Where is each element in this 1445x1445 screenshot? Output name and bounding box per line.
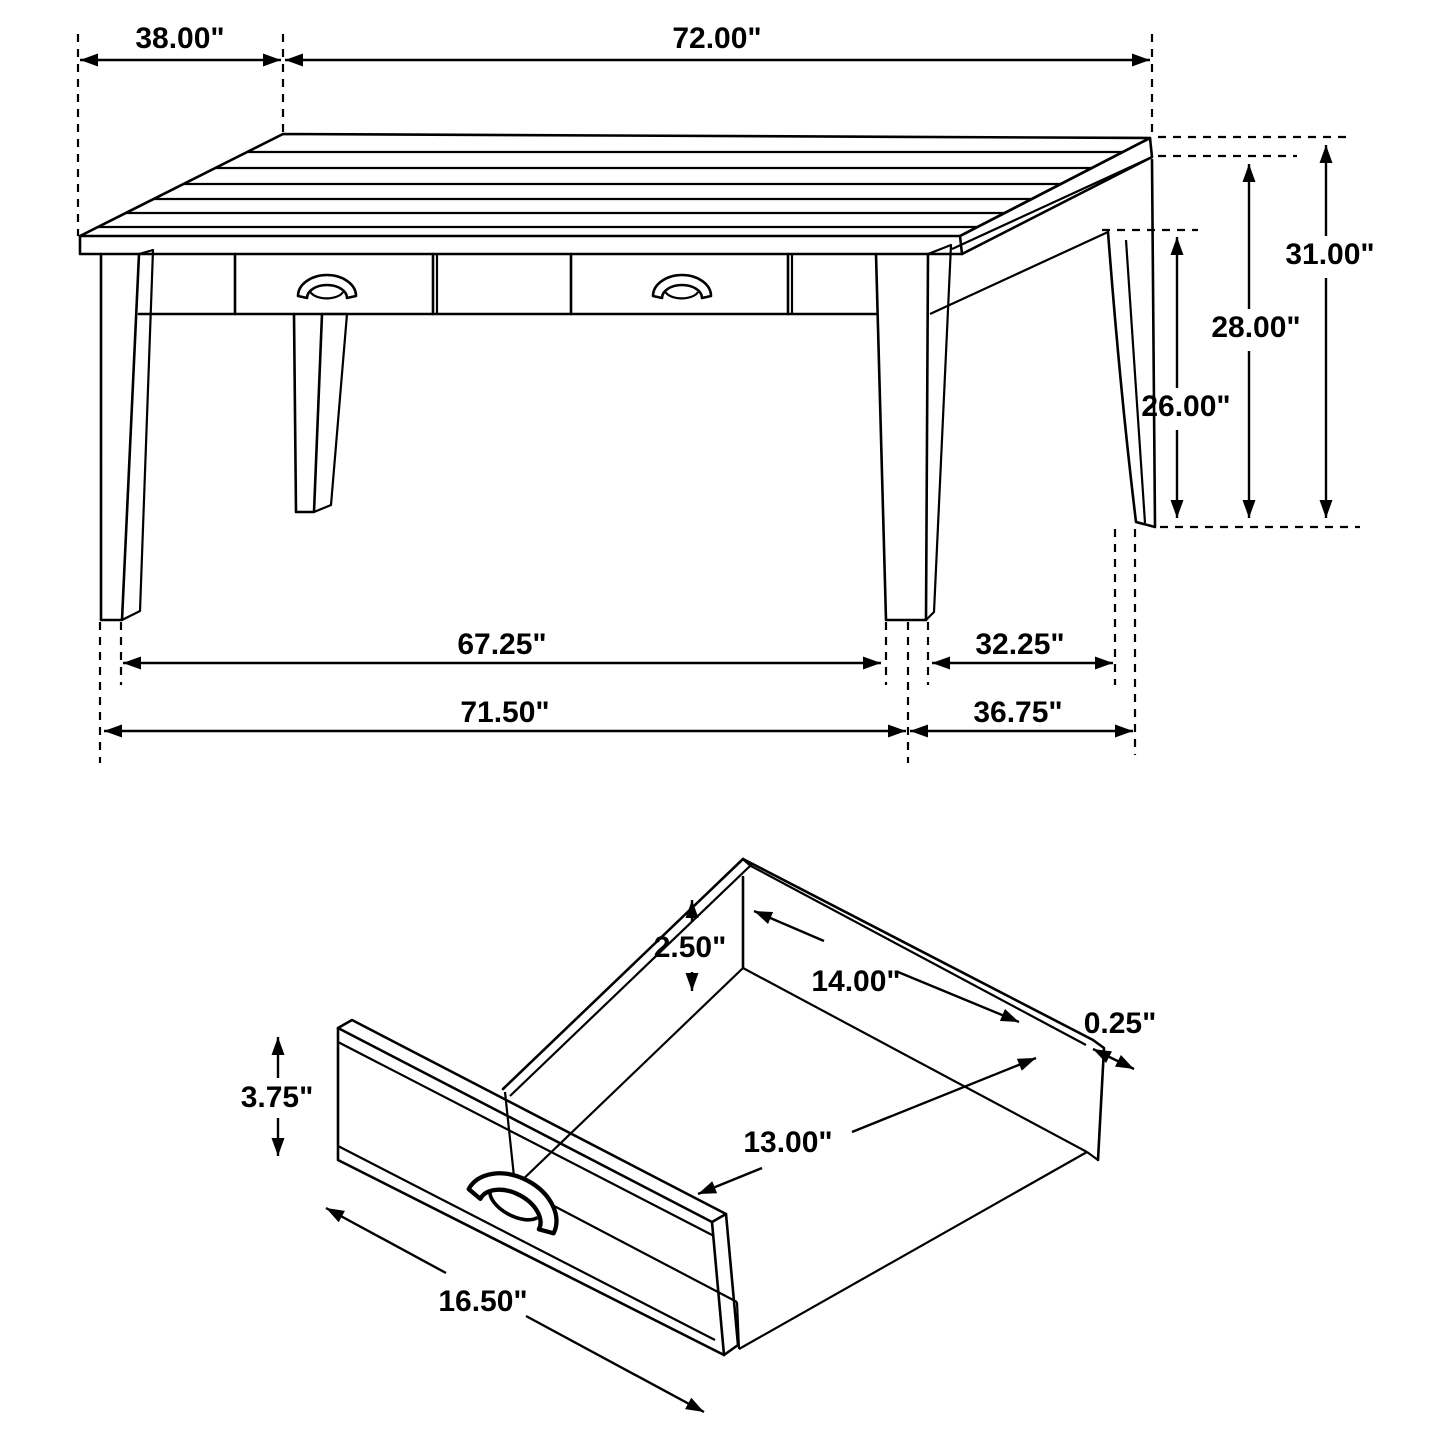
arrowhead-icon [80, 53, 98, 67]
arrowhead-icon [263, 53, 281, 67]
arrowhead-icon [1016, 1058, 1036, 1071]
drawer-view [276, 857, 1135, 1414]
arrowhead-icon [271, 1138, 285, 1156]
arrowhead-icon [1170, 500, 1184, 518]
tabletop-plank-lines [98, 150, 1123, 229]
arrowhead-icon [1170, 237, 1184, 255]
arrowhead-icon [1115, 1055, 1134, 1069]
drawer-front-panel [336, 1018, 740, 1357]
arrowhead-icon [1115, 724, 1133, 738]
dim-label-16-5in: 16.50" [438, 1285, 527, 1318]
extension-lines [76, 34, 1360, 763]
dimension-arrowheads [80, 53, 1333, 1412]
side-skirt [929, 157, 1151, 315]
rear-left-leg [292, 312, 349, 514]
arrowhead-icon [104, 724, 122, 738]
arrowhead-icon [271, 1037, 285, 1055]
arrowhead-icon [123, 656, 141, 670]
arrowhead-icon [754, 911, 774, 925]
front-right-leg [874, 243, 953, 622]
dim-label-28in: 28.00" [1211, 311, 1300, 344]
arrowhead-icon [698, 1181, 718, 1194]
dim-label-14in: 14.00" [811, 965, 900, 998]
dim-label-26in: 26.00" [1141, 390, 1230, 423]
dimension-labels: 38.00" 72.00" 31.00" 28.00" 26.00" 67.25… [135, 22, 1374, 1318]
dim-label-38in: 38.00" [135, 22, 224, 55]
table-view [76, 34, 1360, 763]
front-left-leg [99, 248, 155, 622]
dim-label-2-5in: 2.50" [654, 931, 727, 964]
arrowhead-icon [1242, 500, 1256, 518]
arrowhead-icon [910, 724, 928, 738]
drawer-back-panel [741, 857, 1106, 1162]
cup-handle-icon [651, 273, 713, 300]
tabletop-edge-side [958, 136, 1154, 256]
dim-label-31in: 31.00" [1285, 238, 1374, 271]
dim-label-67in: 67.25" [457, 628, 546, 661]
arrowhead-icon [685, 973, 699, 991]
dim-label-36in: 36.75" [973, 696, 1062, 729]
arrowhead-icon [1132, 53, 1150, 67]
arrowhead-icon [685, 900, 699, 918]
arrowhead-icon [1242, 164, 1256, 182]
arrowhead-icon [1093, 1049, 1112, 1063]
dim-label-3-75in: 3.75" [241, 1081, 314, 1114]
arrowhead-icon [1319, 500, 1333, 518]
arrowhead-icon [999, 1008, 1019, 1022]
arrowhead-icon [1095, 656, 1113, 670]
arrowhead-icon [326, 1208, 345, 1223]
arrowhead-icon [888, 724, 906, 738]
rear-right-leg [1106, 158, 1157, 529]
table-dimension-lines [80, 58, 1328, 733]
cup-handle-icon [296, 273, 358, 300]
arrowhead-icon [932, 656, 950, 670]
dim-label-13in: 13.00" [743, 1126, 832, 1159]
dim-label-72in: 72.00" [672, 22, 761, 55]
dim-label-32in: 32.25" [975, 628, 1064, 661]
apron [137, 252, 878, 316]
arrowhead-icon [1319, 145, 1333, 163]
dim-label-71in: 71.50" [460, 696, 549, 729]
tabletop-edge-front [78, 234, 964, 256]
cup-handle-icon [467, 1158, 570, 1236]
arrowhead-icon [285, 53, 303, 67]
drawer-side-panel [501, 857, 751, 1187]
dim-label-0-25in: 0.25" [1084, 1007, 1157, 1040]
arrowhead-icon [863, 656, 881, 670]
arrowhead-icon [685, 1397, 704, 1412]
